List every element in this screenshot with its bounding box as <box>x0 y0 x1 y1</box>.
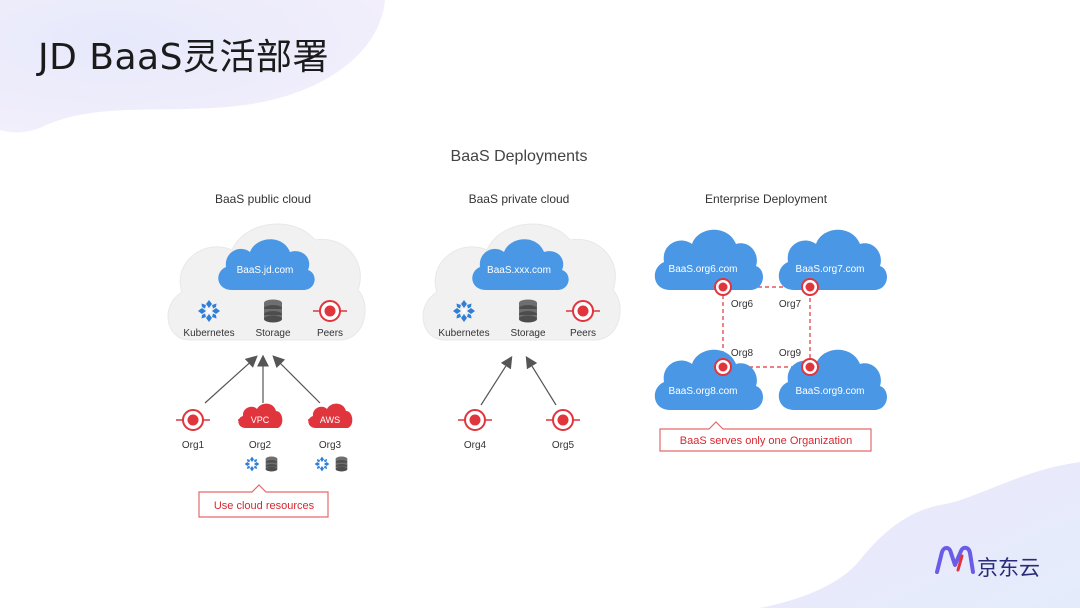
org9-peer-node <box>801 358 819 376</box>
cloud-resources-callout: Use cloud resources <box>198 484 329 518</box>
org2-storage-icon <box>265 456 278 472</box>
page-title: JD BaaS灵活部署 <box>38 37 329 78</box>
single-org-callout: BaaS serves only one Organization <box>659 421 872 452</box>
org2-kubernetes-icon <box>244 456 260 472</box>
vpc-badge-label: VPC <box>251 415 270 425</box>
jd-cloud-logo-text: 京东云 <box>977 557 1040 580</box>
arrow-org1 <box>204 355 258 404</box>
private-cloud-domain: BaaS.xxx.com <box>487 265 551 276</box>
cloud-org6: BaaS.org6.com <box>654 229 763 290</box>
private-service-peers: Peers <box>570 328 596 339</box>
org-connection-square <box>722 286 811 368</box>
vpc-badge: VPC <box>238 403 283 428</box>
cloud-resources-callout-text: Use cloud resources <box>214 500 315 512</box>
org1-label: Org1 <box>182 440 205 451</box>
private-service-kubernetes: Kubernetes <box>438 328 489 339</box>
public-cloud-container: BaaS.jd.com Kubernetes Storage Peers <box>167 223 366 341</box>
org7-label: Org7 <box>779 299 802 310</box>
jd-cloud-logo: 京东云 <box>935 545 1040 580</box>
enterprise-title: Enterprise Deployment <box>705 192 828 206</box>
aws-badge-label: AWS <box>320 415 340 425</box>
jd-cloud-logo-icon <box>935 545 975 574</box>
org6-peer-node <box>714 278 732 296</box>
diagram-heading: BaaS Deployments <box>451 148 588 165</box>
org7-peer-node <box>801 278 819 296</box>
decor-blob-top-left <box>0 0 385 133</box>
storage-icon <box>519 299 537 323</box>
public-cloud-domain: BaaS.jd.com <box>237 265 294 276</box>
arrow-org3 <box>272 355 321 404</box>
org3-kubernetes-icon <box>314 456 330 472</box>
public-service-storage: Storage <box>255 328 290 339</box>
private-cloud-icon <box>472 239 569 290</box>
org4-label: Org4 <box>464 440 487 451</box>
org4-peer-icon <box>458 409 492 431</box>
private-service-storage: Storage <box>510 328 545 339</box>
aws-badge: AWS <box>308 403 353 428</box>
cloud-org7: BaaS.org7.com <box>778 229 887 290</box>
cloud-org7-domain: BaaS.org7.com <box>796 264 865 275</box>
org6-label: Org6 <box>731 299 754 310</box>
private-cloud-container: BaaS.xxx.com Kubernetes Storage Peers <box>422 223 621 341</box>
org1-peer-icon <box>176 409 210 431</box>
cloud-org6-domain: BaaS.org6.com <box>669 264 738 275</box>
org5-label: Org5 <box>552 440 575 451</box>
org9-label: Org9 <box>779 348 802 359</box>
org2-label: Org2 <box>249 440 272 451</box>
decor-blob-bottom-right <box>760 462 1080 608</box>
storage-icon <box>264 299 282 323</box>
public-service-kubernetes: Kubernetes <box>183 328 234 339</box>
public-cloud-icon <box>218 239 315 290</box>
single-org-callout-text: BaaS serves only one Organization <box>680 435 852 447</box>
cloud-org8: BaaS.org8.com <box>654 349 763 410</box>
public-cloud-title: BaaS public cloud <box>215 192 311 206</box>
org8-peer-node <box>714 358 732 376</box>
private-cloud-title: BaaS private cloud <box>469 192 570 206</box>
org3-label: Org3 <box>319 440 342 451</box>
cloud-org9-domain: BaaS.org9.com <box>796 386 865 397</box>
public-service-peers: Peers <box>317 328 343 339</box>
org5-peer-icon <box>546 409 580 431</box>
org8-label: Org8 <box>731 348 754 359</box>
arrow-org5 <box>525 355 557 406</box>
cloud-org8-domain: BaaS.org8.com <box>669 386 738 397</box>
arrow-org4 <box>480 355 513 406</box>
org3-storage-icon <box>335 456 348 472</box>
